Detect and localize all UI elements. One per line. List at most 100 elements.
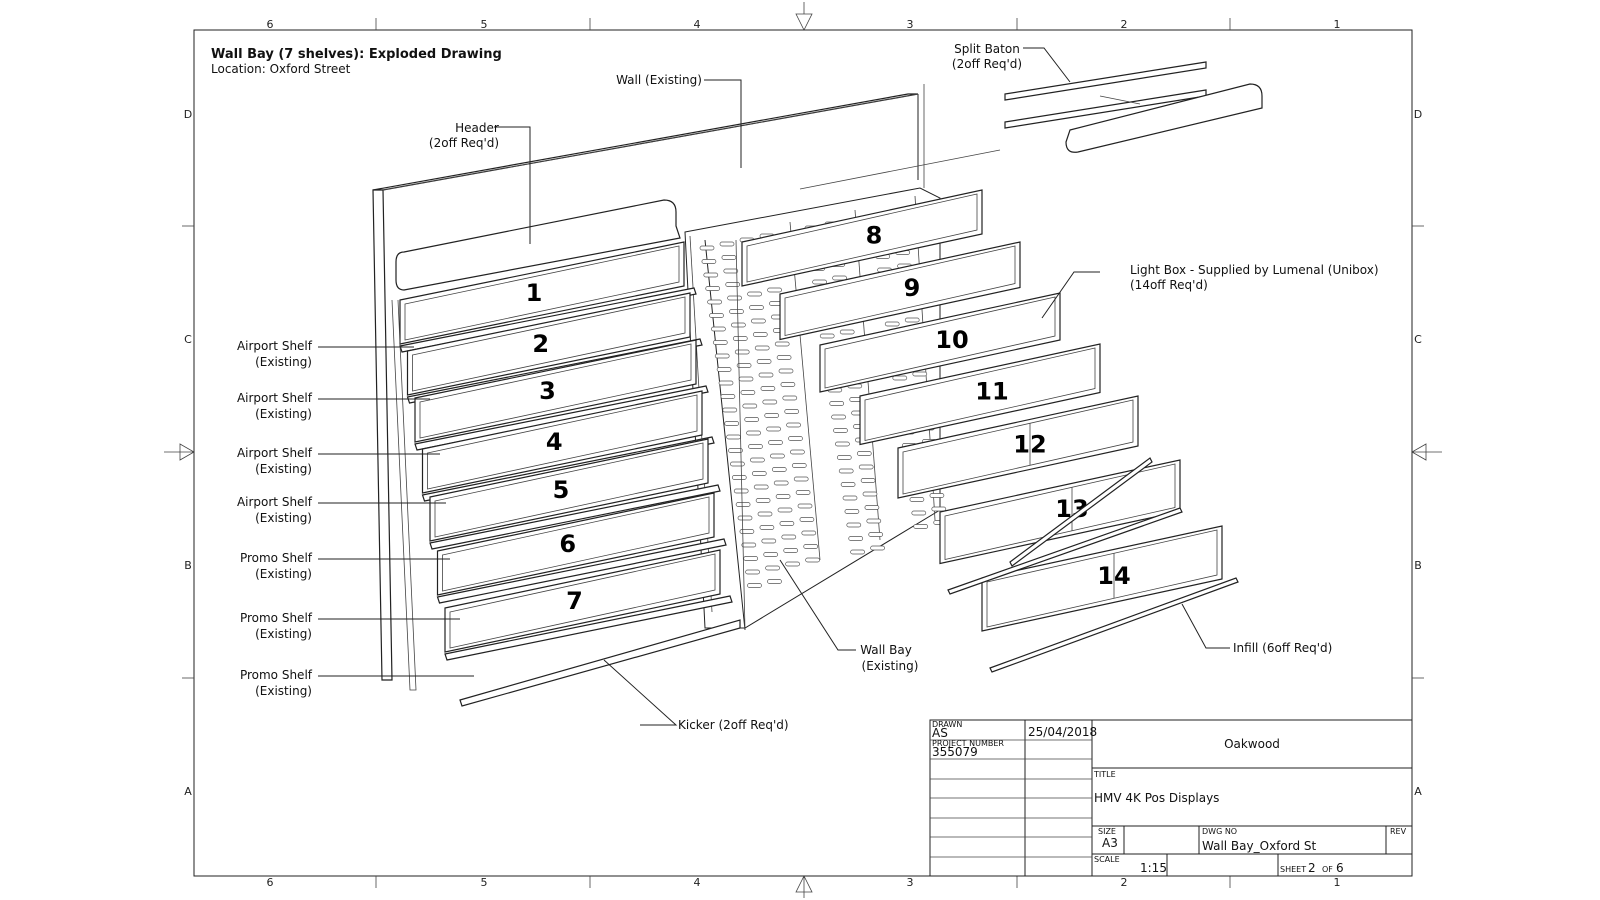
perforation-slot — [866, 518, 882, 524]
airport-shelf-status: (Existing) — [255, 462, 312, 476]
perforation-slot — [733, 488, 749, 494]
grid-row-label: D — [1414, 108, 1422, 121]
grid-col-label: 3 — [907, 18, 914, 31]
panel-number: 8 — [866, 221, 883, 249]
perforation-slot — [742, 403, 758, 409]
perforation-slot — [743, 556, 759, 561]
perforation-slot — [720, 394, 736, 399]
shelf — [429, 484, 721, 550]
perforation-slot — [747, 583, 762, 588]
perforation-slot — [856, 451, 872, 456]
promo-shelf-status: (Existing) — [255, 627, 312, 641]
side-rail — [735, 239, 746, 631]
perforation-slot — [766, 426, 781, 432]
light-box — [741, 189, 983, 287]
grid-row-label: A — [1414, 785, 1422, 798]
panel-number: 11 — [975, 378, 1008, 406]
panel-number: 3 — [539, 377, 556, 405]
perforation-slot — [846, 522, 862, 528]
grid-row-label: C — [184, 333, 192, 346]
drawn-date: 25/04/2018 — [1028, 725, 1097, 739]
perforation-slot — [767, 287, 782, 293]
wall-bay-label: Wall Bay — [860, 643, 912, 657]
perforation-slot — [839, 329, 855, 335]
dwg-no-label: DWG NO — [1202, 827, 1237, 836]
side-rail — [391, 299, 417, 691]
project-number: 355079 — [932, 745, 978, 759]
wall-label: Wall (Existing) — [616, 73, 702, 87]
perforation-slot — [732, 336, 748, 341]
light-box — [897, 395, 1139, 499]
perforation-slot — [711, 326, 726, 332]
light-box-frame — [746, 193, 978, 283]
perforation-slot — [731, 322, 746, 328]
perforation-slot — [892, 375, 908, 381]
callout-labels: Split Baton (2off Req'd) Wall (Existing)… — [237, 42, 1379, 732]
perforation-slot — [884, 321, 900, 327]
perforation-slot — [755, 498, 771, 503]
perforation-slot — [751, 471, 767, 476]
perforation-slot — [727, 295, 742, 301]
perforation-slot — [716, 367, 732, 372]
perforation-slot — [723, 268, 739, 274]
perforation-slot — [788, 436, 803, 441]
perforation-slot — [771, 467, 787, 472]
panel-number: 6 — [559, 530, 576, 558]
perforation-slot — [862, 491, 878, 497]
perforation-slot — [759, 525, 775, 530]
perforation-slot — [749, 305, 764, 310]
perforation-slot — [701, 259, 717, 264]
grid-col-label: 4 — [694, 876, 701, 889]
perforation-slot — [776, 355, 792, 360]
light-box — [444, 549, 721, 653]
perforation-slot — [848, 536, 864, 541]
perforation-slot — [718, 380, 734, 386]
rev-label: REV — [1390, 827, 1407, 836]
grid-row-label: B — [184, 559, 192, 572]
light-box — [429, 438, 709, 542]
company-name: Oakwood — [1224, 737, 1280, 751]
perforation-slot — [912, 371, 928, 377]
perforation-slot — [829, 401, 845, 406]
drawing-frame — [164, 2, 1442, 898]
grid-row-label: D — [184, 108, 192, 121]
grid-col-label: 6 — [267, 876, 274, 889]
perforation-slot — [740, 390, 756, 395]
light-box-frame — [404, 245, 680, 341]
promo-shelf-label: Promo Shelf — [240, 611, 313, 625]
sheet-label: SHEET — [1280, 865, 1306, 874]
light-box-frame — [824, 296, 1056, 389]
perforation-slot — [709, 313, 724, 318]
infill-strips — [947, 457, 1239, 673]
perforation-slot — [782, 395, 798, 401]
split-baton-label: Split Baton — [954, 42, 1020, 56]
perforation-slot — [753, 484, 769, 490]
grid-col-label: 1 — [1334, 876, 1341, 889]
panel-number: 1 — [526, 279, 543, 307]
perforation-slot — [791, 463, 807, 468]
perforation-slot — [831, 414, 846, 420]
perforation-slot — [780, 382, 796, 387]
perforation-slot — [911, 510, 927, 516]
of-label: OF — [1322, 865, 1333, 874]
perforation-slot — [785, 561, 800, 567]
scale-label: SCALE — [1094, 855, 1120, 864]
perforation-slot — [757, 511, 773, 517]
perforation-slot — [728, 448, 743, 453]
light-box — [779, 241, 1021, 341]
promo-shelf-status: (Existing) — [255, 567, 312, 581]
perforation-slot — [812, 279, 827, 285]
header-panel — [395, 199, 681, 291]
perforation-slot — [741, 542, 757, 548]
perforation-slot — [726, 434, 741, 440]
perforation-slot — [745, 569, 760, 575]
kicker — [459, 619, 741, 707]
perforation-slot — [864, 505, 880, 510]
perforation-slot — [703, 272, 719, 278]
perforation-slot — [751, 318, 766, 324]
perforation-slot — [737, 515, 753, 521]
grid-row-label: C — [1414, 333, 1422, 346]
perforation-slot — [803, 544, 819, 549]
light-box-qty: (14off Req'd) — [1130, 278, 1208, 292]
